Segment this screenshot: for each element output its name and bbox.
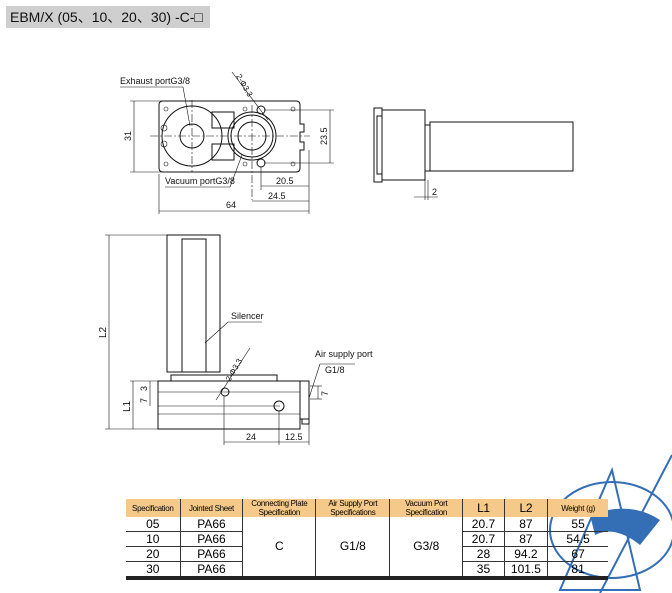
model-title: EBM/X (05、10、20、30) -C-□ xyxy=(6,6,210,28)
cell-weight: 54.5 xyxy=(547,531,608,547)
col-l2: L2 xyxy=(503,499,548,517)
cell-weight: 55 xyxy=(547,517,608,532)
cell-sheet: PA66 xyxy=(179,531,243,547)
cell-sheet: PA66 xyxy=(179,561,243,580)
dim-l1: L1 xyxy=(122,400,133,412)
table-row: 10 PA66 20.7 87 54.5 xyxy=(126,531,608,547)
table-row: 20 PA66 28 94.2 67 xyxy=(126,546,608,562)
cell-air-supply: G1/8 xyxy=(315,517,390,580)
cell-l1: 28 xyxy=(462,546,505,562)
col-l1: L1 xyxy=(462,499,505,517)
dim-24: 24 xyxy=(246,432,256,442)
cell-l2: 87 xyxy=(503,517,548,532)
col-specification: Specification xyxy=(126,499,181,517)
exhaust-port-label: Exhaust portG3/8 xyxy=(120,76,190,86)
dim-20-5: 20.5 xyxy=(276,176,294,186)
col-weight: Weight (g) xyxy=(547,499,608,517)
spec-table: Specification Jointed Sheet Connecting P… xyxy=(126,499,608,580)
cell-l2: 101.5 xyxy=(503,561,548,580)
hole-label-front: 2-Φ3.3 xyxy=(224,357,244,383)
cell-sheet: PA66 xyxy=(179,546,243,562)
air-supply-thread: G1/8 xyxy=(325,365,345,375)
cell-connecting-plate: C xyxy=(242,517,316,580)
dim-7-right: 7 xyxy=(320,391,330,396)
cell-vacuum-port: G3/8 xyxy=(389,517,463,580)
dim-l2: L2 xyxy=(98,326,109,338)
dim-3: 3 xyxy=(139,386,149,391)
dim-31: 31 xyxy=(123,131,133,141)
side-view: 2 xyxy=(373,107,574,200)
col-connecting-plate: Connecting Plate Specification xyxy=(242,499,316,517)
cell-sheet: PA66 xyxy=(179,517,243,532)
dim-64: 64 xyxy=(226,200,236,210)
cell-l2: 87 xyxy=(503,531,548,547)
cell-spec: 10 xyxy=(126,531,181,547)
cell-l2: 94.2 xyxy=(503,546,548,562)
silencer-label: Silencer xyxy=(231,311,264,321)
vacuum-port-label: Vacuum portG3/8 xyxy=(165,176,235,186)
air-supply-label: Air supply port xyxy=(315,349,373,359)
cell-spec: 20 xyxy=(126,546,181,562)
dim-12-5: 12.5 xyxy=(285,432,303,442)
col-air-supply: Air Supply Port Specifications xyxy=(315,499,390,517)
front-view: L2 L1 3 7 24 12.5 Silencer 2-Φ3.3 Air su… xyxy=(98,234,373,445)
cell-l1: 35 xyxy=(462,561,505,580)
dim-2: 2 xyxy=(432,187,437,197)
cell-l1: 20.7 xyxy=(462,531,505,547)
dim-7-left: 7 xyxy=(139,398,149,403)
col-jointed-sheet: Jointed Sheet xyxy=(179,499,243,517)
cell-weight: 81 xyxy=(547,561,608,580)
table-row: 05 PA66 C G1/8 G3/8 20.7 87 55 xyxy=(126,517,608,580)
cell-l1: 20.7 xyxy=(462,517,505,532)
cell-spec: 05 xyxy=(126,517,181,532)
top-view: 31 23.5 20.5 24.5 64 Exhaust portG3/8 Va… xyxy=(120,71,334,214)
dim-24-5: 24.5 xyxy=(268,191,286,201)
table-row: 30 PA66 35 101.5 81 xyxy=(126,561,608,580)
cell-weight: 67 xyxy=(547,546,608,562)
dim-23-5: 23.5 xyxy=(319,127,329,145)
col-vacuum-port: Vacuum Port Specification xyxy=(389,499,463,517)
hole-label-top: 2-Φ3.3 xyxy=(234,73,254,99)
cell-spec: 30 xyxy=(126,561,181,580)
